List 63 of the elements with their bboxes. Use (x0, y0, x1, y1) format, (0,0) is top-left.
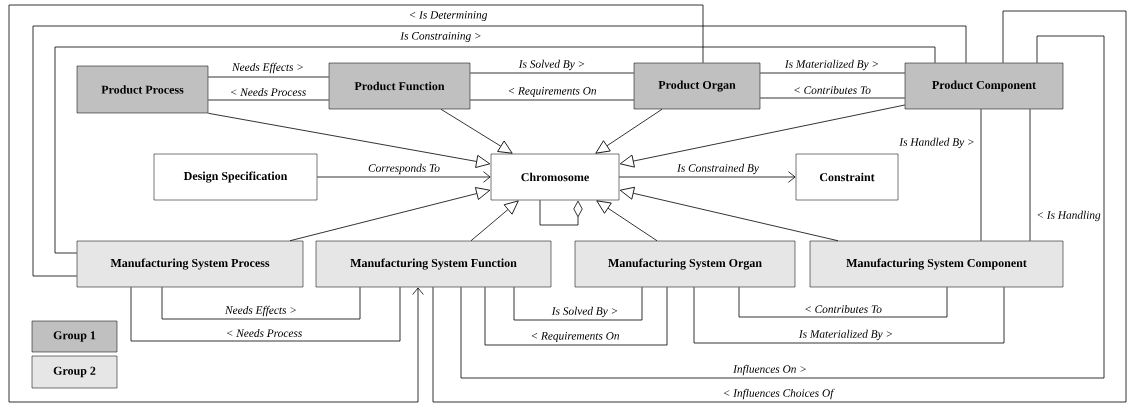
edge-label: Is Solved By > (517, 58, 587, 72)
connector-line (759, 97, 906, 99)
connector-line (54, 46, 936, 254)
connector-line (32, 25, 967, 277)
legend-item: Group 1 (31, 320, 118, 353)
arrow (289, 187, 491, 242)
connector-line (759, 72, 906, 74)
arrow (316, 171, 491, 183)
edge-label: < Needs Process (228, 86, 308, 98)
edge-label: < Requirements On (506, 86, 598, 99)
connector-line (207, 76, 330, 78)
connector-line (484, 286, 668, 346)
connector-line (161, 286, 361, 320)
connector-line (469, 99, 635, 101)
class-box: Product Component (904, 62, 1064, 110)
class-box: Constraint (795, 153, 899, 201)
connector-line (693, 286, 1005, 344)
class-box: Product Function (328, 62, 471, 110)
edge-label: < Influences Choices Of (721, 387, 835, 401)
edge-label: < Requirements On (529, 331, 621, 344)
arrow (207, 112, 491, 168)
class-box: Manufacturing System Function (315, 240, 552, 288)
connector-line (513, 286, 643, 321)
arrow (8, 4, 704, 403)
edge-label: Is Constraining > (399, 31, 483, 44)
arrow (618, 171, 796, 183)
edge-label: Is Materialized By > (797, 328, 895, 342)
edge-label: < Contributes To (792, 84, 872, 96)
arrow (619, 104, 906, 168)
class-box: Manufacturing System Component (809, 240, 1064, 288)
arrow (440, 108, 513, 154)
edge-label: Is Constrained By (676, 162, 760, 176)
class-box: Manufacturing System Organ (574, 240, 796, 288)
edge-label: Is Materialized By > (783, 58, 881, 72)
arrow (619, 186, 839, 242)
connector-line (207, 99, 330, 101)
connector-line (460, 35, 1105, 379)
class-box: Manufacturing System Process (76, 240, 304, 288)
connector-line (738, 286, 948, 318)
edge-label: Needs Effects > (224, 304, 298, 318)
edge-label: < Needs Process (224, 327, 304, 339)
edge-label: < Is Handling (1035, 209, 1102, 223)
edge-label: Is Handled By > (898, 136, 976, 150)
edge-label: Influences On > (732, 363, 808, 377)
edge-label: Corresponds To (367, 162, 442, 176)
aggregation-line (539, 199, 583, 226)
connector-line (432, 10, 1127, 403)
edge-label: Is Solved By > (550, 305, 620, 319)
arrow (595, 108, 663, 154)
arrow (596, 200, 658, 242)
connector-line (980, 108, 982, 242)
edge-label: < Contributes To (803, 303, 883, 315)
connector-line (130, 286, 401, 342)
legend-item: Group 2 (31, 355, 118, 389)
class-box: Design Specification (153, 153, 318, 201)
connector-line (1029, 108, 1031, 242)
arrow (470, 200, 519, 242)
edge-label: Needs Effects > (231, 61, 305, 75)
edge-label: < Is Determining (407, 10, 489, 23)
connector-line (469, 72, 635, 74)
class-box: Product Organ (633, 62, 761, 110)
class-box: Chromosome (490, 153, 620, 201)
class-box: Product Process (76, 65, 209, 114)
